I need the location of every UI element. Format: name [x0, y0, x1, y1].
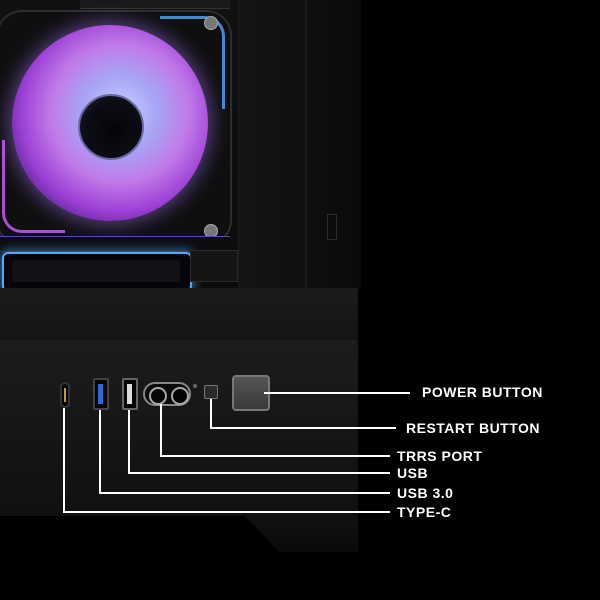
trrs-jack-right — [171, 387, 189, 405]
trrs-port-icon — [143, 382, 191, 406]
trrs-port-label: TRRS PORT — [397, 448, 483, 464]
radiator-edge — [0, 236, 230, 252]
typec-callout-line-h — [63, 511, 390, 513]
usb-label: USB — [397, 465, 429, 481]
rgb-light-strip — [2, 252, 192, 292]
trrs-callout-line-v — [160, 404, 162, 456]
rgb-glow-pink — [2, 140, 65, 233]
restart-button-label: RESTART BUTTON — [406, 420, 541, 436]
trrs-jack-left — [149, 387, 167, 405]
fan-screw — [204, 16, 218, 30]
side-panel-notch — [327, 214, 337, 240]
typec-callout-line-v — [63, 408, 65, 512]
status-led-icon — [193, 384, 197, 388]
power-button-label: POWER BUTTON — [422, 384, 543, 400]
usb3-callout-line-h — [99, 492, 390, 494]
usb3-port-icon — [93, 378, 109, 410]
fan-mount-bar — [80, 0, 230, 9]
usb3-label: USB 3.0 — [397, 485, 454, 501]
restart-callout-line-v — [210, 399, 212, 428]
usb-callout-line-h — [128, 472, 390, 474]
pump-block — [190, 250, 238, 282]
usb-port-icon — [122, 378, 138, 410]
fan-hub — [78, 94, 144, 160]
light-strip-inner — [12, 260, 180, 282]
power-callout-line — [264, 392, 410, 394]
usb-callout-line-v — [128, 410, 130, 473]
case-side-panel — [238, 0, 361, 290]
side-panel-edge — [305, 0, 307, 290]
case-foot — [245, 516, 358, 552]
trrs-callout-line-h — [160, 455, 390, 457]
type-c-port-icon — [60, 382, 70, 408]
case-top-lid — [0, 288, 358, 341]
usb3-callout-line-v — [99, 410, 101, 493]
restart-button-icon — [204, 385, 218, 399]
type-c-label: TYPE-C — [397, 504, 452, 520]
restart-callout-line-h — [210, 427, 396, 429]
rgb-glow-blue — [160, 16, 225, 109]
